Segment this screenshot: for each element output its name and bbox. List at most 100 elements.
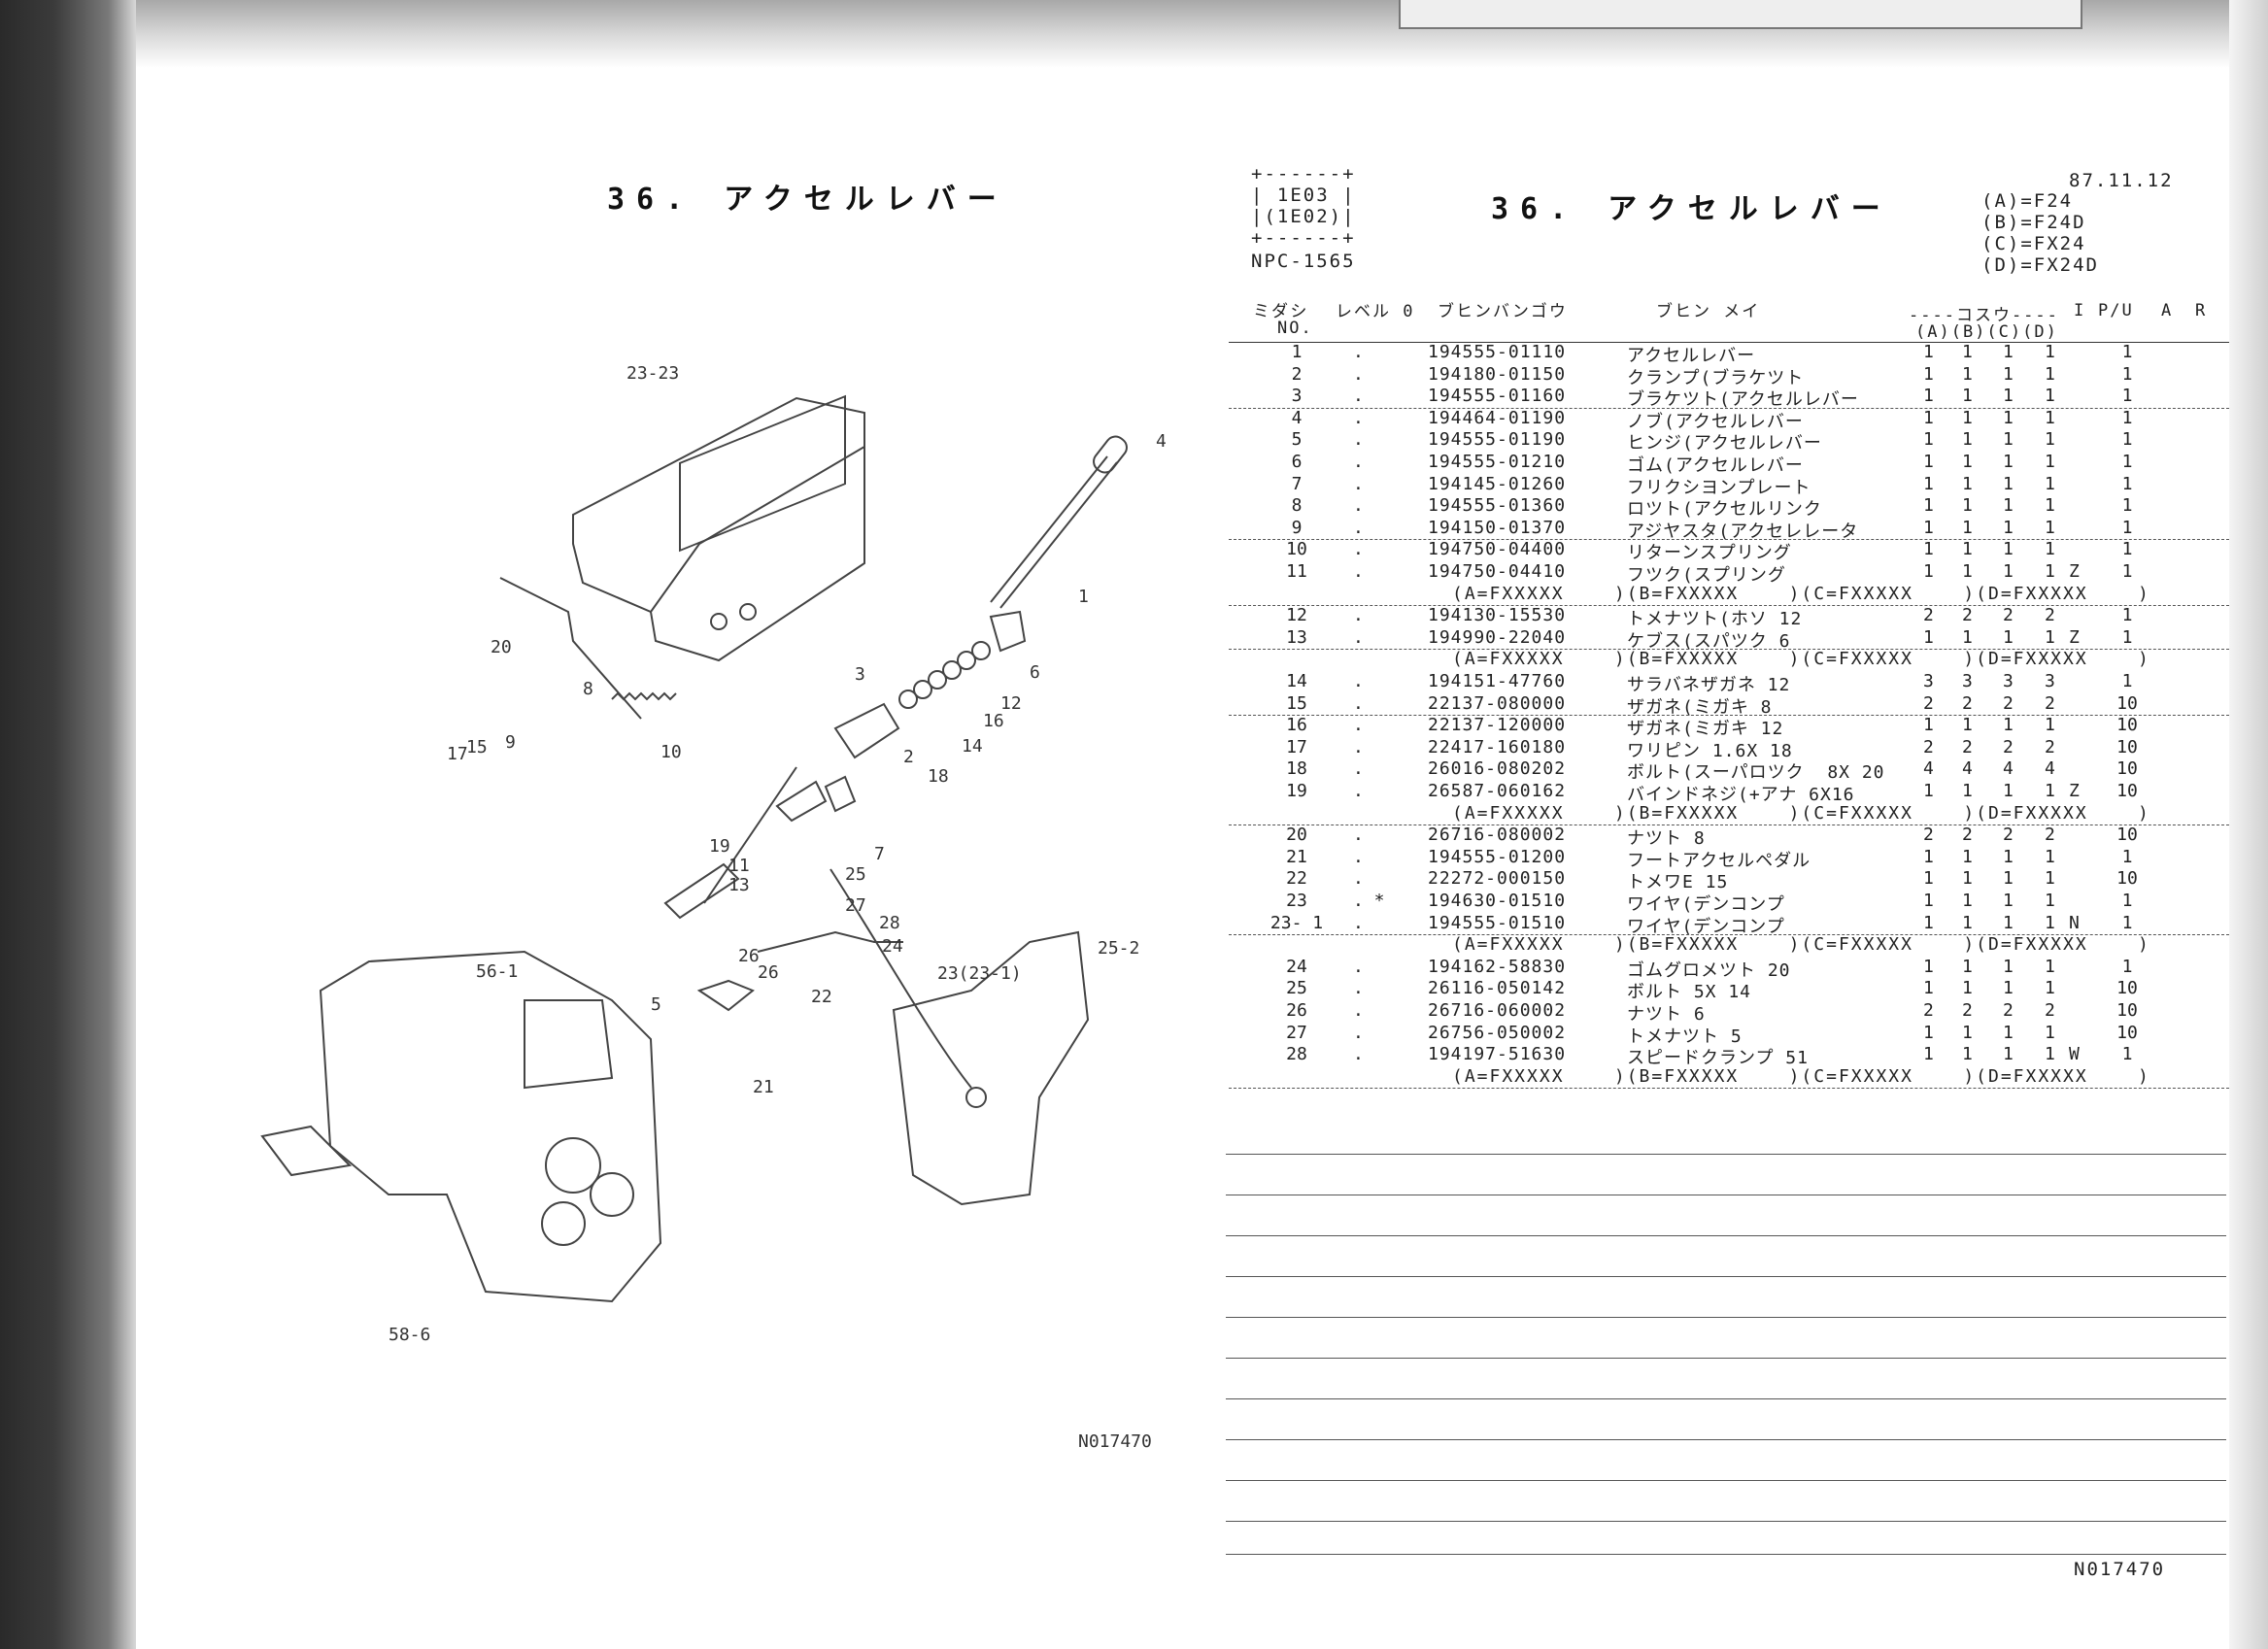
diagram-callout: 14 xyxy=(962,736,983,757)
diagram-callout: 1 xyxy=(1078,587,1089,607)
part-name: フツク(スプリング xyxy=(1627,565,1786,586)
qty-a: 1 xyxy=(1923,1044,1934,1065)
qty-b: 2 xyxy=(1962,1000,1973,1021)
item-number: 21 xyxy=(1286,846,1307,867)
qty-c: 1 xyxy=(2003,978,2014,999)
qty-c: 2 xyxy=(2003,605,2014,626)
item-number: 11 xyxy=(1286,561,1307,582)
diagram-callout: 12 xyxy=(1000,693,1022,714)
diagram-callout: 9 xyxy=(505,732,516,753)
part-number: 22272-000150 xyxy=(1428,868,1567,890)
item-number: 2 xyxy=(1291,363,1303,385)
part-number: 26716-080002 xyxy=(1428,824,1567,846)
part-name: リターンスプリング xyxy=(1627,543,1792,564)
qty-c: 1 xyxy=(2003,1044,2014,1065)
qty-a: 2 xyxy=(1923,1000,1934,1021)
diagram-callout: 2 xyxy=(903,747,914,767)
qty-d: 1 xyxy=(2045,429,2055,451)
qty-c: 1 xyxy=(2003,868,2014,890)
item-number: 17 xyxy=(1286,736,1307,757)
qty-a: 1 xyxy=(1923,452,1934,472)
blank-line xyxy=(1226,1235,2226,1236)
pu: 1 xyxy=(2121,956,2133,977)
qty-b: 1 xyxy=(1962,956,1973,977)
qty-a: 2 xyxy=(1923,824,1934,846)
variant-text: (A=FXXXXX )(B=FXXXXX )(C=FXXXXX )(D=FXXX… xyxy=(1452,1065,2150,1087)
item-number: 18 xyxy=(1286,758,1307,780)
item-number: 16 xyxy=(1286,715,1307,736)
level: . xyxy=(1353,452,1364,472)
qty-b: 1 xyxy=(1962,978,1973,999)
pu: 1 xyxy=(2121,452,2133,472)
header-no2: NO. xyxy=(1277,319,1313,338)
level: . xyxy=(1353,1000,1364,1021)
diagram-callout: 16 xyxy=(983,711,1004,731)
qty-c: 1 xyxy=(2003,912,2014,933)
codes-box-line: +------+ xyxy=(1251,163,1356,185)
qty-c: 1 xyxy=(2003,473,2014,494)
part-name: トメナツト 5 xyxy=(1627,1026,1743,1047)
part-number: 194750-04410 xyxy=(1428,561,1567,582)
part-name: サラバネザガネ 12 xyxy=(1627,675,1791,695)
qty-c: 1 xyxy=(2003,517,2014,538)
blank-line xyxy=(1226,1154,2226,1155)
qty-d: 1 xyxy=(2045,452,2055,472)
diagram-callout: 56-1 xyxy=(476,961,518,982)
qty-d: 2 xyxy=(2045,1000,2055,1021)
left-page-title: 36. アクセルレバー xyxy=(607,183,1008,217)
qty-c: 1 xyxy=(2003,781,2014,801)
part-number: 194145-01260 xyxy=(1428,473,1567,494)
pu: 10 xyxy=(2116,1000,2138,1021)
part-number: 194630-01510 xyxy=(1428,891,1567,911)
qty-b: 2 xyxy=(1962,824,1973,846)
qty-c: 1 xyxy=(2003,891,2014,911)
qty-d: 1 xyxy=(2045,561,2055,582)
item-number: 20 xyxy=(1286,824,1307,846)
row-rule xyxy=(1229,605,2229,607)
qty-b: 1 xyxy=(1962,342,1973,362)
diagram-callout: 23(23-1) xyxy=(937,963,1022,984)
qty-a: 1 xyxy=(1923,978,1934,999)
qty-a: 1 xyxy=(1923,517,1934,538)
item-number: 24 xyxy=(1286,956,1307,977)
codes-box-line: +------+ xyxy=(1251,227,1356,249)
diagram-callout: 8 xyxy=(583,679,593,699)
diagram-callout: 18 xyxy=(928,766,949,787)
part-name: ボルト(スーパロツク 8X 20 xyxy=(1627,762,1885,784)
part-name: ケブス(スパツク 6 xyxy=(1627,630,1791,652)
item-number: 1 xyxy=(1291,342,1303,362)
qty-d: 1 xyxy=(2045,342,2055,362)
right-page-title: 36. アクセルレバー xyxy=(1491,192,1892,226)
qty-b: 1 xyxy=(1962,539,1973,560)
blank-line xyxy=(1226,1480,2226,1481)
qty-c: 3 xyxy=(2003,671,2014,691)
part-number: 26016-080202 xyxy=(1428,758,1567,780)
codes-box-line: | 1E03 | xyxy=(1251,185,1356,206)
part-name: ブラケツト(アクセルレバー xyxy=(1627,389,1859,411)
qty-b: 4 xyxy=(1962,758,1973,780)
header-a: A xyxy=(2161,301,2174,320)
item-number: 22 xyxy=(1286,868,1307,890)
part-number: 22417-160180 xyxy=(1428,736,1567,757)
pu: 1 xyxy=(2121,407,2133,428)
qty-a: 1 xyxy=(1923,868,1934,890)
part-number: 22137-120000 xyxy=(1428,715,1567,736)
variant-row: (A=FXXXXX )(B=FXXXXX )(C=FXXXXX )(D=FXXX… xyxy=(1229,934,2229,957)
part-name: ナツト 8 xyxy=(1627,828,1706,850)
header-r: R xyxy=(2195,301,2208,320)
level: . xyxy=(1353,671,1364,691)
qty-b: 1 xyxy=(1962,452,1973,472)
code-i: W xyxy=(2069,1044,2080,1065)
diagram-callout: 20 xyxy=(491,637,512,657)
diagram-callout: 7 xyxy=(874,844,885,864)
qty-a: 1 xyxy=(1923,891,1934,911)
part-name: フートアクセルペダル xyxy=(1627,850,1811,871)
qty-c: 2 xyxy=(2003,824,2014,846)
